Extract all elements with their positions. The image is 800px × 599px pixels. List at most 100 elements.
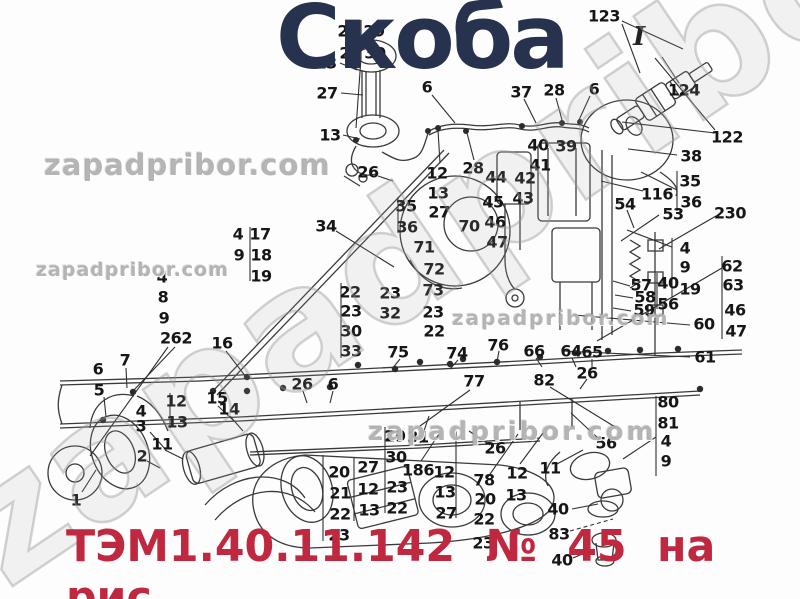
part-label-58: 58	[634, 287, 656, 307]
part-label-27: 27	[435, 503, 457, 523]
part-label-23: 23	[328, 525, 350, 545]
part-label-8: 8	[157, 287, 169, 307]
part-label-11: 11	[151, 434, 173, 454]
part-label-61: 61	[694, 347, 716, 367]
part-label-26: 26	[576, 363, 598, 383]
part-label-53: 53	[662, 204, 684, 224]
part-label-22: 22	[473, 509, 495, 529]
part-label-73: 73	[422, 280, 444, 300]
part-label-23: 23	[386, 477, 408, 497]
part-label-4: 4	[660, 431, 672, 451]
part-label-76: 76	[487, 335, 509, 355]
part-label-186: 186	[402, 460, 434, 480]
part-label-29: 29	[384, 426, 406, 446]
part-label-33: 33	[340, 341, 362, 361]
part-label-9: 9	[660, 451, 672, 471]
part-label-72: 72	[423, 259, 445, 279]
part-label-22: 22	[339, 282, 361, 302]
part-label-80: 80	[657, 392, 679, 412]
part-label-35: 35	[679, 171, 701, 191]
part-label-30: 30	[385, 447, 407, 467]
part-label-60: 60	[693, 314, 715, 334]
part-label-3: 3	[135, 416, 147, 436]
part-label-21: 21	[329, 483, 351, 503]
part-label-12: 12	[426, 163, 448, 183]
part-label-57: 57	[630, 275, 652, 295]
part-label-116: 116	[641, 184, 673, 204]
part-label-123: 123	[588, 6, 620, 26]
part-label-16: 16	[211, 333, 233, 353]
part-label-4: 4	[679, 238, 691, 258]
part-label-4: 4	[232, 224, 244, 244]
part-label-13: 13	[315, 53, 337, 73]
part-label-36: 36	[680, 192, 702, 212]
part-label-18: 18	[250, 245, 272, 265]
part-label-46: 46	[484, 212, 506, 232]
part-label-56: 56	[595, 433, 617, 453]
part-label-44: 44	[485, 167, 507, 187]
part-label-13: 13	[427, 183, 449, 203]
part-label-19: 19	[250, 266, 272, 286]
part-label-40: 40	[547, 499, 569, 519]
part-label-23: 23	[379, 283, 401, 303]
part-label-46: 46	[724, 300, 746, 320]
part-label-82: 82	[533, 370, 555, 390]
part-label-32: 32	[379, 303, 401, 323]
part-label-22: 22	[423, 321, 445, 341]
part-label-6: 6	[92, 359, 104, 379]
part-label-70: 70	[458, 216, 480, 236]
part-label-27: 27	[316, 83, 338, 103]
part-label-28: 28	[543, 80, 565, 100]
part-label-6: 6	[327, 374, 339, 394]
part-label-38: 38	[680, 146, 702, 166]
part-label-6: 6	[588, 79, 600, 99]
part-label-27: 27	[428, 202, 450, 222]
part-label-40: 40	[551, 550, 573, 570]
part-label-23: 23	[472, 533, 494, 553]
part-label-13: 13	[505, 485, 527, 505]
part-label-42: 42	[514, 168, 536, 188]
part-label-37: 37	[510, 82, 532, 102]
part-label-23: 23	[340, 301, 362, 321]
watermark-text: zapadpribor.com	[368, 417, 657, 447]
part-label-124: 124	[668, 80, 700, 100]
watermark-text: zapadpribor.com	[36, 259, 230, 281]
part-label-9: 9	[158, 308, 170, 328]
part-label-39: 39	[555, 136, 577, 156]
part-label-22: 22	[329, 504, 351, 524]
part-label-2: 2	[136, 446, 148, 466]
part-label-43: 43	[512, 188, 534, 208]
part-label-74: 74	[446, 343, 468, 363]
part-label-26: 26	[484, 438, 506, 458]
part-label-12: 12	[506, 463, 528, 483]
part-label-62: 62	[721, 256, 743, 276]
part-label-35: 35	[395, 196, 417, 216]
part-label-30: 30	[364, 43, 386, 63]
part-label-40: 40	[657, 273, 679, 293]
part-label-1: 1	[70, 490, 82, 510]
part-label-66: 66	[523, 341, 545, 361]
part-label-64: 64	[560, 341, 582, 361]
part-label-65: 65	[581, 342, 603, 362]
part-label-12: 12	[165, 391, 187, 411]
part-label-77: 77	[463, 371, 485, 391]
part-label-20: 20	[328, 462, 350, 482]
part-label-56: 56	[657, 294, 679, 314]
watermark-text: zapadpribor.com	[44, 148, 331, 182]
part-label-83: 83	[548, 524, 570, 544]
page-title: Скоба	[276, 0, 570, 89]
part-label-12: 12	[433, 462, 455, 482]
pipe-junction-dots	[99, 119, 704, 424]
part-label-9: 9	[679, 257, 691, 277]
detail-view-roman-numeral: I	[633, 22, 645, 52]
part-label-63: 63	[722, 275, 744, 295]
part-label-71: 71	[413, 237, 435, 257]
part-label-40: 40	[527, 135, 549, 155]
part-label-13: 13	[319, 125, 341, 145]
part-label-23: 23	[339, 43, 361, 63]
part-label-17: 17	[249, 224, 271, 244]
part-label-13: 13	[358, 500, 380, 520]
